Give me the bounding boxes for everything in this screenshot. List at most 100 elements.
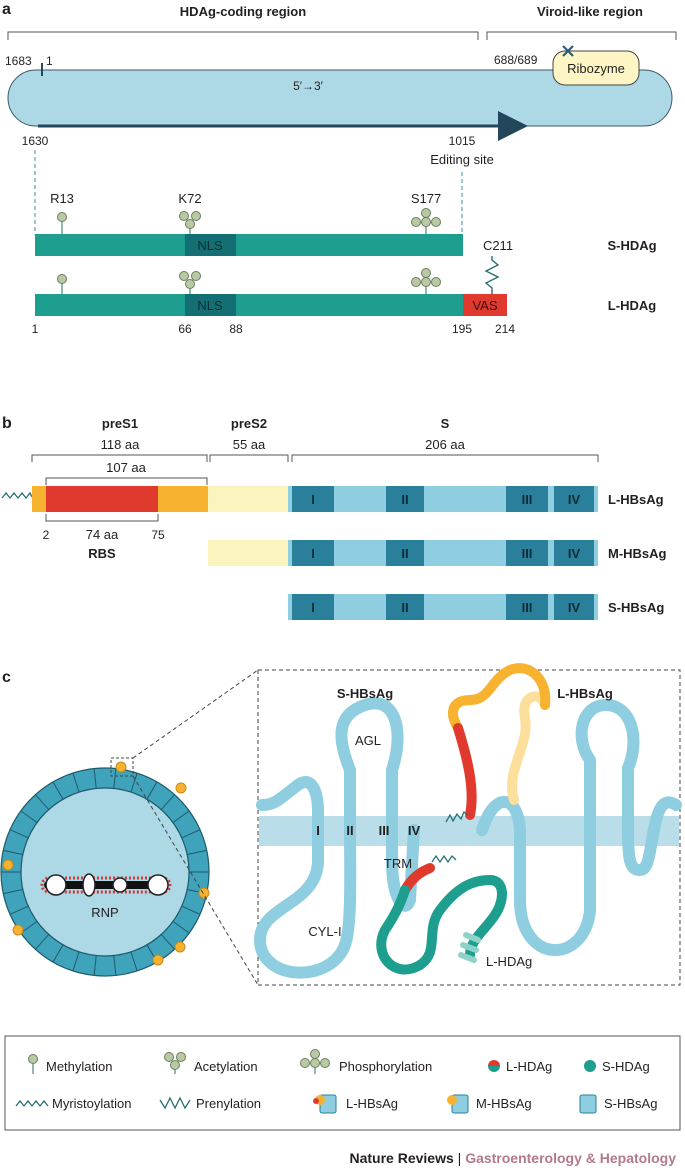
m-dom-3: III [522,546,533,561]
m-hbsag-pres2 [208,540,288,566]
envelope-segment-divider [3,888,23,895]
envelope-segment-divider [130,951,138,972]
tm-1-label: I [316,823,320,838]
pres2-bracket [209,454,289,462]
pres1-label: preS1 [102,416,138,431]
c211-label: C211 [483,238,513,253]
l-hdag-nls-label: NLS [197,298,223,313]
legend-phosphorylation-icon [300,1049,330,1074]
envelope-segments [1,768,209,976]
m-hbsag-label: M-HBsAg [608,546,667,561]
pres1-myristoyl-icon [445,810,469,823]
l-dom-2: II [401,492,408,507]
direction-label: 5′→3′ [293,79,324,93]
l-hbsag-pres1-loop [448,663,551,733]
footer-separator: | [454,1150,465,1166]
legend-acetylation: Acetylation [194,1059,258,1074]
l-hbsag-rbs-loop [453,723,477,820]
membrane-zoom-box [257,669,681,986]
virion: RNP [0,757,210,977]
aa-206-label: 206 aa [425,437,466,452]
panel-b-letter: b [2,415,12,432]
l-hbsag-pres2 [208,486,288,512]
legend-box [4,1035,681,1131]
aa-55-label: 55 aa [233,437,266,452]
cleavage-cross-icon [562,45,574,57]
m-hbsag-s-domain [288,540,598,566]
footer-brand: Nature Reviews [349,1150,453,1166]
s-hdag-nls [185,234,236,256]
aa-88-label: 88 [229,322,243,336]
envelope-segment-divider [20,920,38,934]
l-hdag-chain [376,874,507,975]
envelope-segment-divider [160,794,175,810]
l-hdag-prenyl-icon [431,854,457,864]
legend-phosphorylation: Phosphorylation [339,1059,432,1074]
s-hbsag-s-domain [288,594,598,620]
envelope-segment-divider [113,955,117,976]
pos-688-689-label: 688/689 [494,53,538,67]
pres1-bracket [31,454,208,462]
ribozyme-box [552,50,640,86]
envelope-segment-divider [9,829,29,839]
pres2-label: preS2 [231,416,267,431]
envelope-segment-divider [35,934,50,950]
editing-site-label: Editing site [430,152,494,167]
legend-prenylation: Prenylation [196,1096,261,1111]
s-hdag-bar [35,234,463,256]
legend-l-hdag: L-HDAg [506,1059,552,1074]
footer-journal: Gastroenterology & Hepatology [465,1150,676,1166]
legend-s-hbsag-icon [579,1094,597,1114]
l-hbsag-pres1-c [158,486,208,512]
s-hbsag-topology [254,697,420,979]
legend-myristoylation-icon [15,1099,49,1108]
envelope-segment-divider [52,781,64,800]
aa-75-label: 75 [151,528,165,542]
envelope-segment-divider [187,849,207,856]
l-hdag-vas [463,294,507,316]
tm-4-label: IV [408,823,421,838]
legend-s-hdag: S-HDAg [602,1059,650,1074]
cyl-label: CYL-I [308,924,341,939]
s-dom-3: III [522,600,533,615]
envelope-segment-divider [113,768,117,789]
envelope-segment-divider [181,829,201,839]
l-hdag-c-label: L-HDAg [486,954,532,969]
lipid-membrane [259,816,679,846]
legend-myristoylation: Myristoylation [52,1096,131,1111]
l-hdag-helix [458,932,481,963]
envelope-segment-divider [130,772,138,793]
s-domain-label: S [441,416,450,431]
l-hdag-label: L-HDAg [608,298,656,313]
envelope-segment-divider [20,810,38,824]
aa-74-label: 74 aa [86,527,119,542]
l-dom-1: I [311,492,315,507]
envelope-segment-divider [172,920,190,934]
envelope-segment-divider [146,781,158,800]
zoom-line-bottom [132,775,259,986]
s-dom-4: IV [568,600,581,615]
envelope-segment-divider [172,810,190,824]
legend-l-hbsag-icon [313,1094,337,1114]
methylation-icon-l [57,274,67,294]
legend-l-hdag-icon [488,1060,500,1072]
s-hdag-label: S-HDAg [607,238,656,253]
l-hdag-nls [185,294,236,316]
trm-label: TRM [384,856,412,871]
l-hbsag-rbs [46,486,158,512]
legend-prenylation-icon [159,1096,191,1110]
l-hbsag-label: L-HBsAg [608,492,664,507]
l-hbsag-pres1-n [32,486,46,512]
rnp-complex [40,873,172,897]
s-dom-1: I [311,600,315,615]
aa107-bracket [45,477,208,485]
aa-1-label: 1 [32,322,39,336]
k72-label: K72 [178,191,201,206]
envelope-segment-divider [160,934,175,950]
envelope-segment-divider [9,905,29,915]
envelope-segment-divider [181,905,201,915]
rbs-label: RBS [88,546,116,561]
l-hbsag-s-domain [288,486,598,512]
aa-66-label: 66 [178,322,192,336]
